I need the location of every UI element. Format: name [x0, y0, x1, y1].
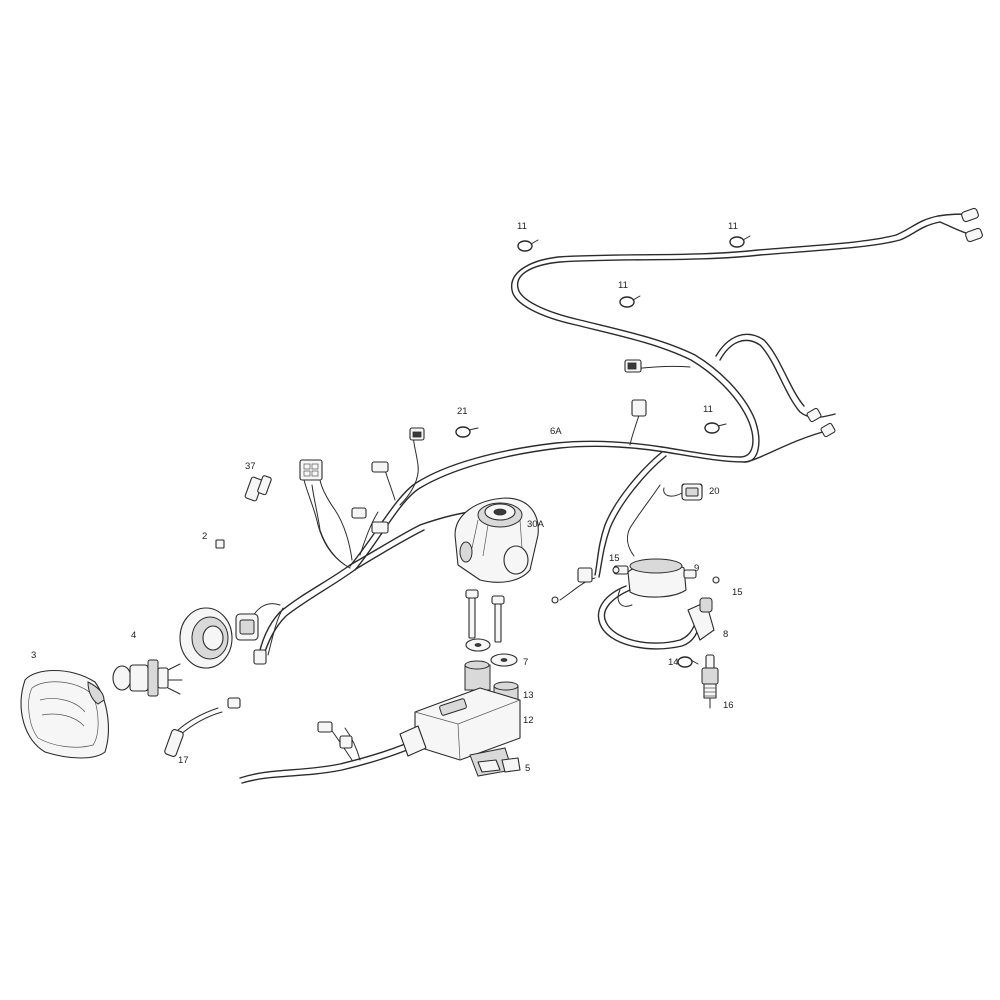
cable-clips — [455, 235, 751, 668]
ignition-coil — [597, 558, 720, 650]
callout-5: 5 — [525, 763, 530, 774]
callout-4: 4 — [131, 630, 136, 641]
callout-15-a: 15 — [609, 553, 620, 564]
handlebar-switch — [454, 497, 539, 583]
callout-30a: 30A — [527, 519, 545, 530]
callout-labels: 2 3 4 5 6A 7 8 9 11 11 11 11 12 13 14 15… — [31, 221, 743, 774]
callout-2: 2 — [202, 531, 207, 542]
callout-6a: 6A — [550, 426, 562, 437]
headlamp-bulb — [112, 659, 183, 697]
callout-16: 16 — [723, 700, 734, 711]
callout-3: 3 — [31, 650, 36, 661]
callout-20: 20 — [709, 486, 720, 497]
spark-plug — [701, 654, 719, 709]
callout-8: 8 — [723, 629, 728, 640]
harness-connectors — [227, 207, 983, 749]
callout-37: 37 — [245, 461, 256, 472]
headlamp-assembly — [20, 670, 109, 759]
callout-21: 21 — [457, 406, 468, 417]
cdi-unit — [399, 687, 521, 777]
bulb-socket — [235, 613, 259, 641]
relay — [681, 483, 703, 501]
fuse — [244, 475, 272, 502]
callout-7: 7 — [523, 657, 528, 668]
callout-11-b: 11 — [728, 221, 738, 232]
main-wiring-harness — [177, 213, 976, 784]
small-clip — [215, 539, 225, 549]
callout-9: 9 — [694, 563, 699, 574]
bulb-dust-cover — [179, 607, 233, 669]
callout-11-c: 11 — [618, 280, 628, 291]
sensor-connector — [164, 729, 184, 757]
callout-14: 14 — [668, 657, 679, 668]
callout-13: 13 — [523, 690, 534, 701]
callout-17: 17 — [178, 755, 189, 766]
callout-11-d: 11 — [703, 404, 713, 415]
callout-12: 12 — [523, 715, 534, 726]
callout-15-b: 15 — [732, 587, 743, 598]
callout-11-a: 11 — [517, 221, 527, 232]
